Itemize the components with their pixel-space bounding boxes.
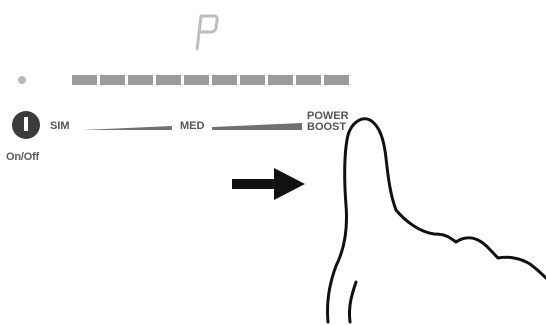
level-segment <box>184 75 209 85</box>
pointing-hand-icon <box>326 117 546 324</box>
power-boost-line1: POWER <box>307 110 349 122</box>
slider-label-sim[interactable]: SIM <box>50 120 70 132</box>
level-segment <box>212 75 237 85</box>
level-segment <box>296 75 321 85</box>
onoff-label: On/Off <box>6 151 40 163</box>
slider-wedge-med-boost <box>212 123 302 130</box>
power-button[interactable] <box>12 111 40 139</box>
level-segment <box>156 75 181 85</box>
level-segment <box>268 75 293 85</box>
level-segment <box>72 75 97 85</box>
heat-slider-track[interactable] <box>82 117 312 133</box>
display-character: P <box>195 14 219 51</box>
level-segment <box>100 75 125 85</box>
level-segment <box>324 75 349 85</box>
power-boost-line2: BOOST <box>307 121 347 133</box>
power-level-bar <box>72 75 349 85</box>
indicator-dot <box>18 76 26 84</box>
slider-label-power-boost[interactable]: POWER BOOST <box>307 111 361 133</box>
level-segment <box>240 75 265 85</box>
arrow-right-icon <box>232 168 305 200</box>
level-segment <box>128 75 153 85</box>
slider-label-med[interactable]: MED <box>180 120 205 132</box>
slider-wedge-sim-med <box>82 126 172 130</box>
